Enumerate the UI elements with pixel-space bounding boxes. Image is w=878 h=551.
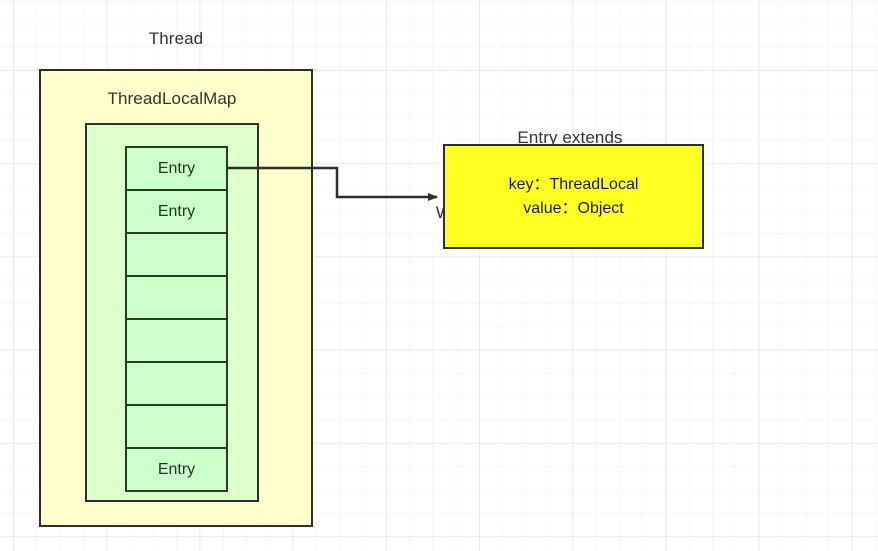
- threadlocalmap-label: ThreadLocalMap: [107, 89, 237, 108]
- entry-cell: [127, 234, 226, 277]
- entry-cell: Entry: [127, 148, 226, 191]
- entry-cell: [127, 277, 226, 320]
- entry-cell: [127, 320, 226, 363]
- entry-detail-box: key：ThreadLocal value：Object: [443, 144, 704, 249]
- entry-value-line: value：Object: [523, 199, 624, 217]
- thread-label: Thread: [148, 29, 204, 48]
- entry-extends-line-1: Entry extends: [517, 128, 623, 147]
- entry-cell: [127, 406, 226, 449]
- entry-cell: Entry: [127, 449, 226, 490]
- entry-table: Entry Entry Entry: [125, 146, 228, 492]
- entry-cell: [127, 363, 226, 406]
- entry-key-line: key：ThreadLocal: [508, 175, 639, 193]
- entry-cell: Entry: [127, 191, 226, 234]
